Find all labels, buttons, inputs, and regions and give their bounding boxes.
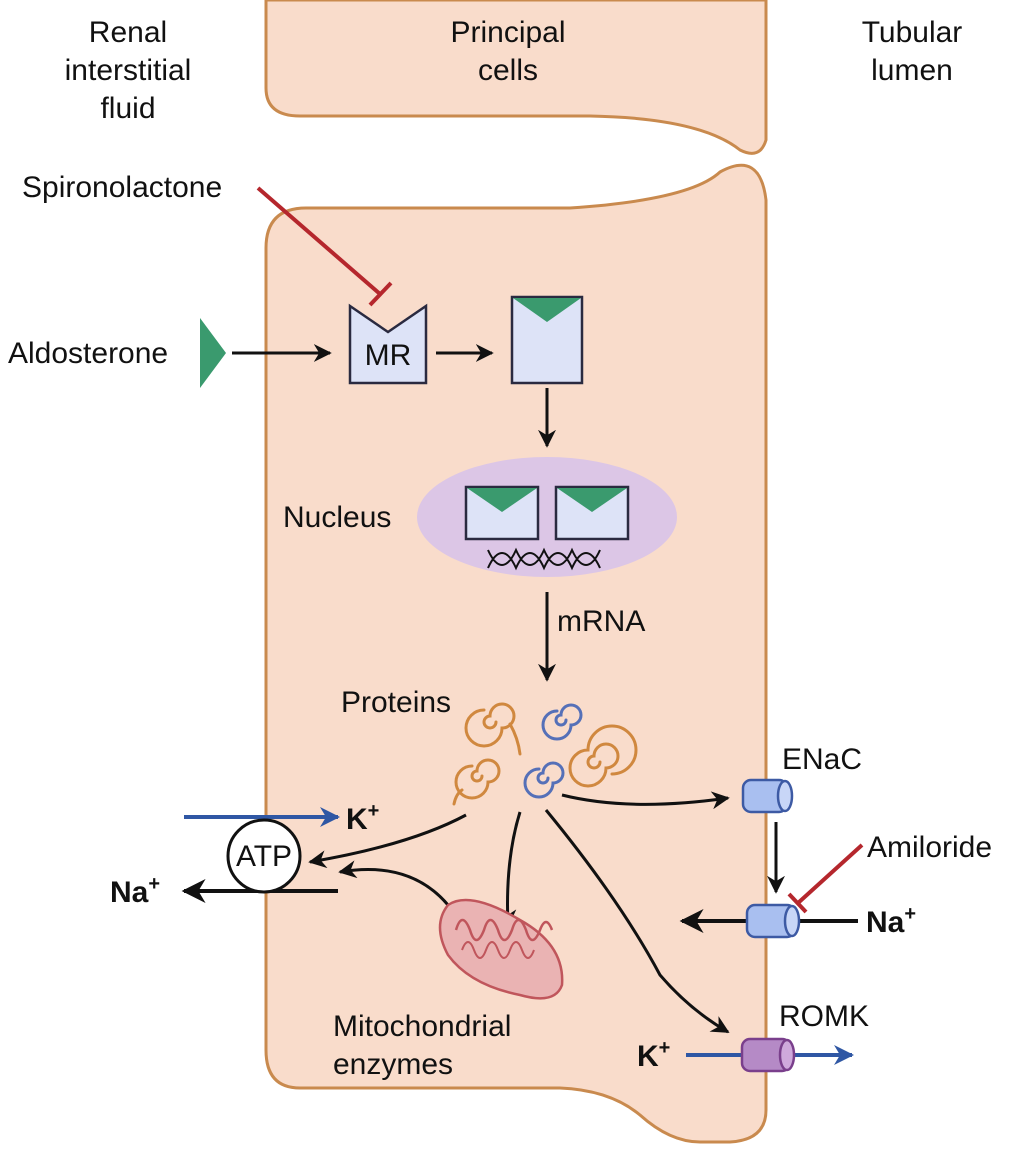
- mitochondrial-enzymes-label-line1: Mitochondrial: [333, 1010, 511, 1043]
- sodium-lumen-label: Na+: [866, 903, 916, 939]
- sodium-interstitial-label: Na+: [110, 873, 160, 909]
- mr-label: MR: [365, 339, 412, 372]
- svg-text:Principal: Principal: [450, 16, 565, 49]
- aldosterone-mr-complex: [510, 295, 584, 385]
- amiloride-inhibition-line: [796, 843, 864, 905]
- svg-text:cells: cells: [478, 54, 538, 87]
- header-principal-cells: Principal cells: [450, 16, 565, 87]
- svg-text:interstitial: interstitial: [65, 54, 192, 87]
- principal-cell: [264, 163, 768, 1144]
- spironolactone-inhibition-bar: [368, 281, 393, 307]
- potassium-interstitial-label: K+: [346, 800, 379, 836]
- spironolactone-label: Spironolactone: [22, 171, 222, 204]
- proteins-label: Proteins: [341, 686, 451, 719]
- amiloride-inhibition-bar: [787, 892, 808, 914]
- header-tubular-lumen: Tubular lumen: [862, 16, 963, 87]
- atp-label: ATP: [236, 840, 292, 873]
- enac-channel-membrane: [745, 903, 801, 939]
- spironolactone-inhibition-line: [256, 186, 382, 296]
- enac-label: ENaC: [782, 743, 862, 776]
- proteins-to-romk-arrow: [544, 809, 730, 1034]
- proteins-to-atpase-arrow: [308, 813, 467, 869]
- svg-text:Renal: Renal: [89, 16, 167, 49]
- potassium-cell-label: K+: [637, 1037, 670, 1073]
- nuclear-complex-left: [464, 485, 540, 541]
- svg-text:fluid: fluid: [100, 92, 155, 125]
- enac-channel-top: [741, 778, 794, 814]
- mitochondria-to-atpase-arrow: [338, 860, 450, 906]
- nuclear-complex-right: [554, 485, 630, 541]
- mitochondrial-enzymes-label-line2: enzymes: [333, 1048, 453, 1081]
- aldosterone-molecule-icon: [200, 318, 226, 388]
- romk-channel: [740, 1037, 796, 1073]
- upper-principal-cell: [264, 0, 768, 155]
- dna-helix: [487, 547, 601, 571]
- header-renal-interstitial-fluid: Renal interstitial fluid: [65, 16, 192, 125]
- nucleus-label: Nucleus: [283, 501, 391, 534]
- amiloride-label: Amiloride: [867, 831, 992, 864]
- mitochondrion-icon: [438, 898, 564, 1000]
- aldosterone-label: Aldosterone: [8, 337, 168, 370]
- protein-spirals: [452, 702, 638, 806]
- romk-label: ROMK: [779, 1000, 869, 1033]
- mineralocorticoid-receptor: [348, 303, 428, 385]
- nucleus: [417, 457, 677, 577]
- na-k-atpase-pump: [226, 818, 302, 894]
- mrna-label: mRNA: [557, 605, 645, 638]
- svg-text:lumen: lumen: [871, 54, 953, 87]
- svg-text:Tubular: Tubular: [862, 16, 963, 49]
- proteins-to-enac-arrow: [561, 791, 730, 810]
